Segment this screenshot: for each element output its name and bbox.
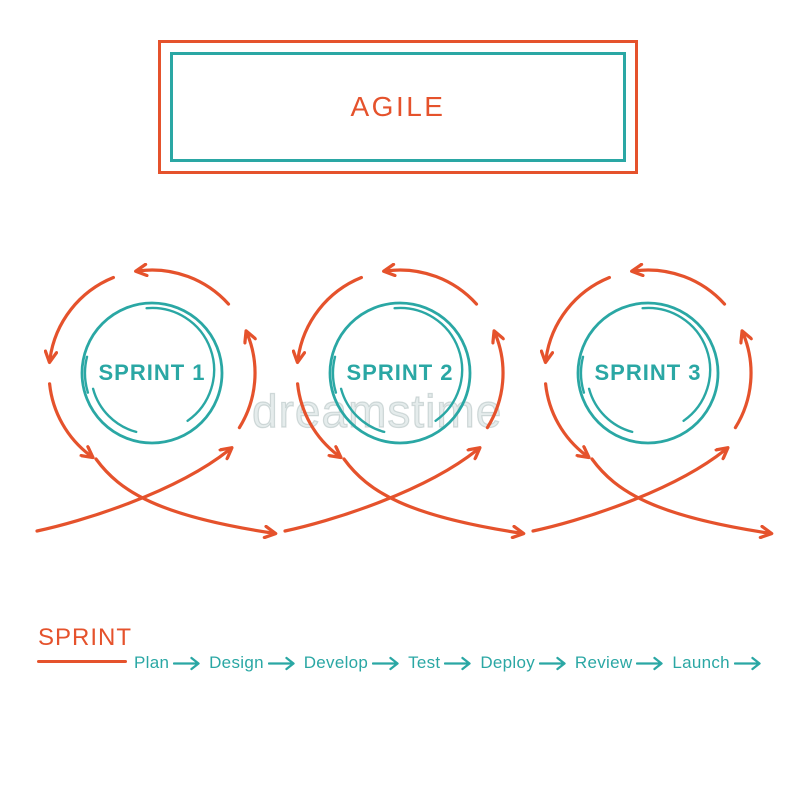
right-arrow-icon [444, 656, 472, 670]
page-title: AGILE [350, 91, 446, 122]
sprint-1-label: SPRINT 1 [98, 360, 205, 385]
process-row: Plan Design Develop Test Deploy Review L… [134, 650, 766, 676]
sprint-loops-diagram: SPRINT 1 SPRINT 2 SPRINT 3 [0, 250, 800, 590]
right-arrow-icon [733, 656, 761, 670]
sprint-2-label: SPRINT 2 [346, 360, 453, 385]
right-arrow-icon [636, 656, 664, 670]
title-box-inner-border: AGILE [170, 52, 626, 162]
process-step-design: Design [209, 653, 264, 672]
right-arrow-icon [267, 656, 295, 670]
title-box: AGILE [158, 40, 638, 174]
process-step-test: Test [408, 653, 441, 672]
right-arrow-icon [173, 656, 200, 670]
process-step-review: Review [574, 653, 633, 672]
sprint-loop-3 [533, 270, 768, 533]
sprint-3-label: SPRINT 3 [594, 360, 701, 385]
legend-underline [37, 660, 127, 663]
process-step-deploy: Deploy [480, 653, 536, 672]
sprint-loop-1 [37, 270, 272, 533]
right-arrow-icon [372, 656, 399, 670]
process-step-launch: Launch [672, 653, 730, 672]
process-step-plan: Plan [134, 653, 170, 672]
sprint-loop-2 [285, 270, 520, 533]
process-step-develop: Develop [303, 653, 369, 672]
right-arrow-icon [538, 656, 566, 670]
legend-heading: SPRINT [38, 624, 133, 651]
